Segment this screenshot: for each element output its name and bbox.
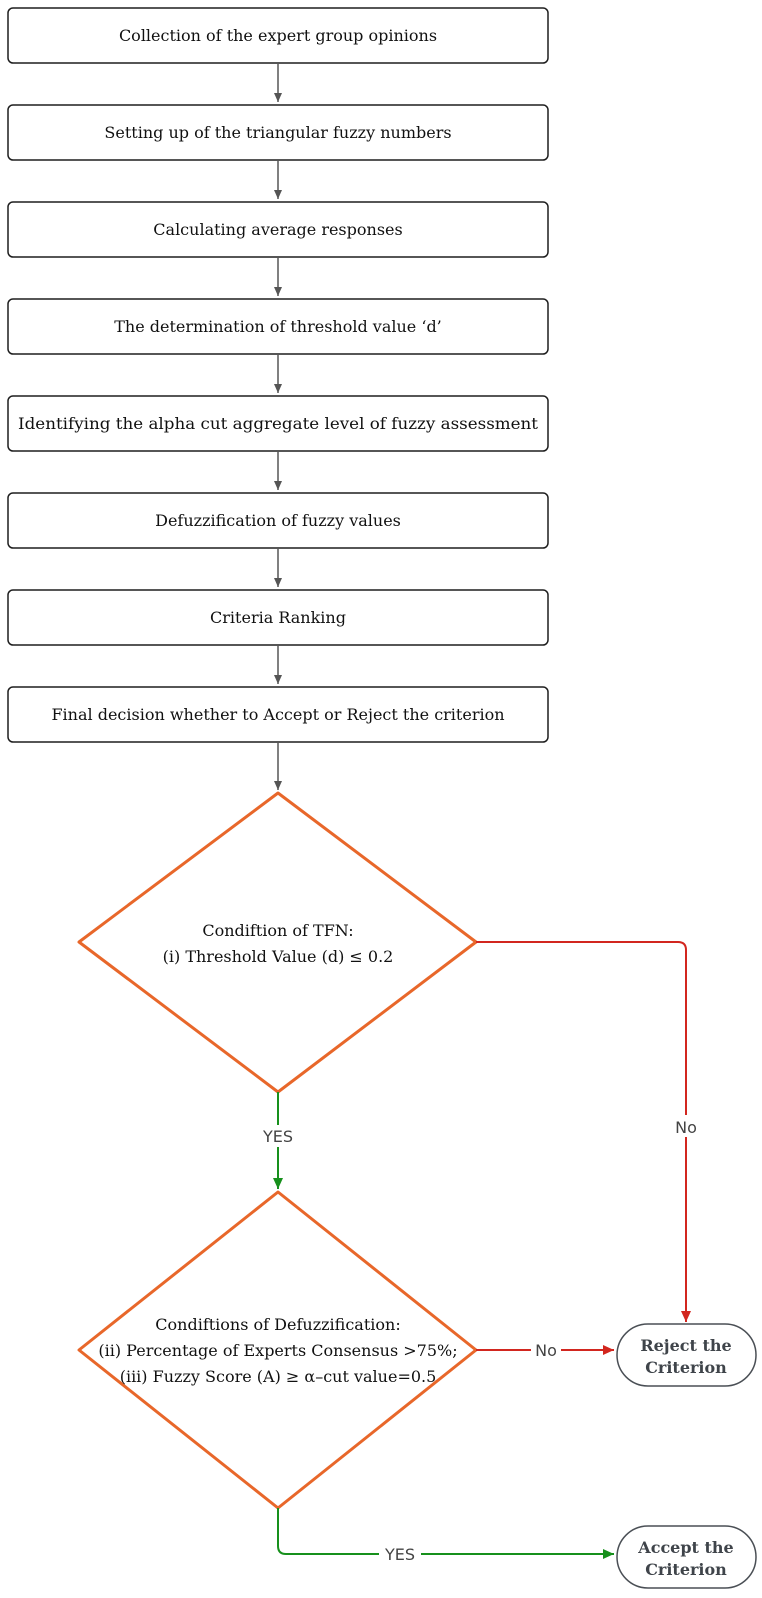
step-box-2: Setting up of the triangular fuzzy numbe… (7, 104, 549, 161)
step-box-5: Identifying the alpha cut aggregate leve… (7, 395, 549, 452)
connector-tfn-no (476, 941, 691, 1322)
step-label-2: Setting up of the triangular fuzzy numbe… (104, 123, 451, 142)
decision-diamond-defuzzification: Condiftions of Defuzzification: (ii) Per… (77, 1190, 478, 1510)
decision-defuzz-line-2: (ii) Percentage of Experts Consensus >75… (98, 1341, 457, 1360)
step-box-6: Defuzzification of fuzzy values (7, 492, 549, 549)
edge-label-defuzz-yes: YES (384, 1545, 415, 1564)
step-label-4: The determination of threshold value ‘d’ (114, 317, 442, 336)
step-label-8: Final decision whether to Accept or Reje… (51, 705, 504, 724)
step-label-5: Identifying the alpha cut aggregate leve… (18, 414, 539, 433)
terminal-reject: Reject the Criterion (616, 1323, 757, 1387)
edge-label-tfn-no: No (675, 1118, 697, 1137)
step-box-8: Final decision whether to Accept or Reje… (7, 686, 549, 743)
decision-defuzz-line-1: Condiftions of Defuzzification: (155, 1315, 400, 1334)
step-label-1: Collection of the expert group opinions (119, 26, 437, 45)
connector-defuzz-yes (277, 1508, 614, 1559)
edge-label-tfn-yes: YES (262, 1127, 293, 1146)
step-label-6: Defuzzification of fuzzy values (155, 511, 401, 530)
edge-label-defuzz-no: No (535, 1341, 557, 1360)
decision-defuzz-line-3: (iii) Fuzzy Score (A) ≥ α–cut value=0.5 (120, 1367, 437, 1386)
terminal-reject-line-1: Reject the (640, 1336, 731, 1355)
step-label-7: Criteria Ranking (210, 608, 346, 627)
step-box-1: Collection of the expert group opinions (7, 7, 549, 64)
terminal-accept-line-2: Criterion (645, 1560, 727, 1579)
terminal-accept: Accept the Criterion (616, 1525, 757, 1589)
step-box-7: Criteria Ranking (7, 589, 549, 646)
decision-tfn-line-2: (i) Threshold Value (d) ≤ 0.2 (163, 947, 394, 966)
decision-tfn-line-1: Condiftion of TFN: (202, 921, 353, 940)
step-box-3: Calculating average responses (7, 201, 549, 258)
step-label-3: Calculating average responses (153, 220, 402, 239)
terminal-reject-line-2: Criterion (645, 1358, 727, 1377)
terminal-accept-line-1: Accept the (637, 1538, 733, 1557)
step-box-4: The determination of threshold value ‘d’ (7, 298, 549, 355)
decision-diamond-tfn: Condiftion of TFN: (i) Threshold Value (… (77, 791, 478, 1094)
